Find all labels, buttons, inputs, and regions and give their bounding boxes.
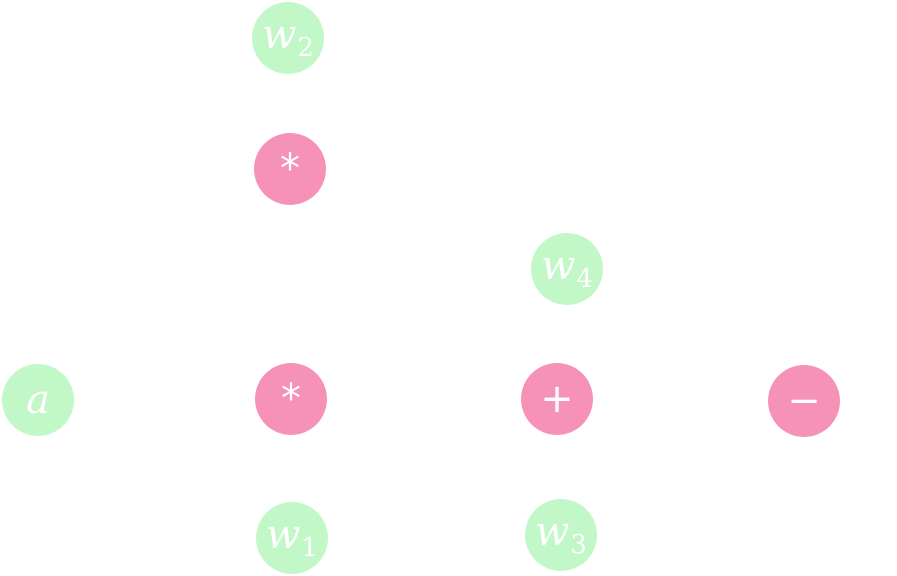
variable-name: w (541, 243, 576, 289)
operation-node-multiply-middle: * (255, 363, 327, 435)
variable-name: w (262, 12, 297, 58)
node-label: w3 (535, 512, 587, 558)
variable-name: a (26, 377, 50, 423)
node-label: w1 (266, 515, 318, 561)
variable-node-w4: w4 (531, 233, 603, 305)
variable-subscript: 4 (576, 264, 593, 294)
multiply-symbol: * (281, 376, 301, 422)
node-label: w2 (262, 15, 314, 61)
node-label: a (26, 380, 50, 420)
variable-node-w2: w2 (252, 2, 324, 74)
variable-name: w (535, 509, 570, 555)
variable-subscript: 3 (570, 530, 587, 560)
operation-node-multiply-top: * (254, 133, 326, 205)
operation-node-add: + (521, 363, 593, 435)
minus-symbol: − (787, 378, 821, 424)
plus-symbol: + (540, 376, 574, 422)
variable-node-a: a (2, 364, 74, 436)
multiply-symbol: * (280, 146, 300, 192)
operation-node-negate: − (768, 365, 840, 437)
variable-node-w1: w1 (256, 502, 328, 574)
variable-subscript: 2 (297, 33, 314, 63)
node-label: w4 (541, 246, 593, 292)
variable-name: w (266, 512, 301, 558)
variable-subscript: 1 (301, 533, 318, 563)
variable-node-w3: w3 (525, 499, 597, 571)
